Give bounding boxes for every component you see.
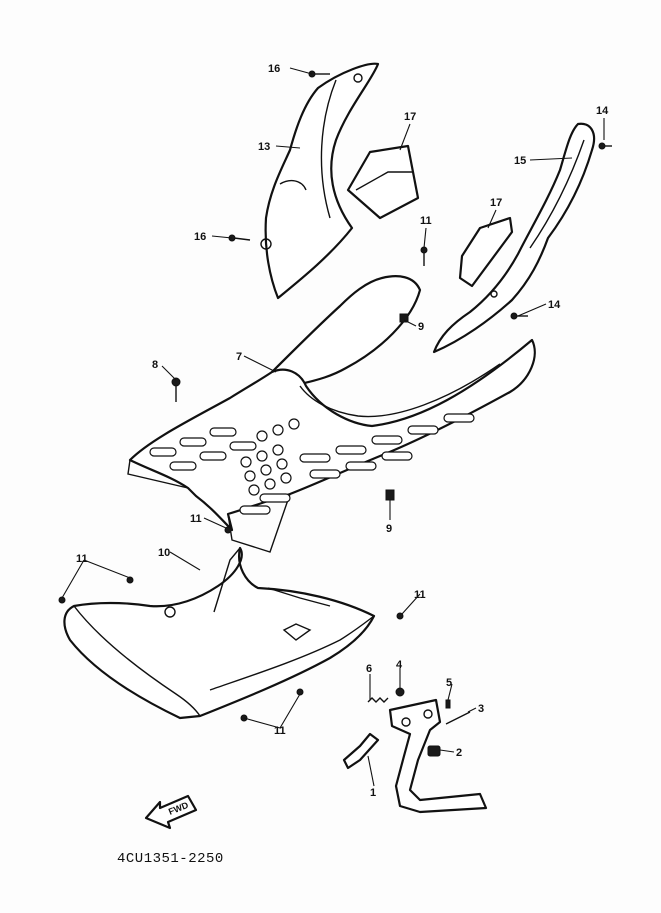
callout-1: 1 [370,787,376,799]
part-17-pad-lower [458,216,514,288]
callout-labels: 16 13 17 16 14 15 11 17 9 14 8 7 9 11 10… [76,63,609,799]
callout-3: 3 [478,703,484,715]
callout-10: 10 [158,547,170,559]
fasteners [58,70,612,722]
leader-lines [61,67,605,787]
part-3-bolt [445,711,471,725]
callout-7: 7 [236,351,242,363]
floor-grip-dots [240,418,300,496]
part-2-stopper [427,745,441,757]
callout-14a: 14 [596,105,609,117]
part-7-floorboard [127,275,536,553]
callout-9b: 9 [386,523,392,535]
floor-grip-slots [149,413,475,515]
callout-11b: 11 [190,513,202,525]
part-17-pad-upper [346,144,420,220]
callout-17a: 17 [404,111,416,123]
callout-16a: 16 [268,63,280,75]
callout-13: 13 [258,141,270,153]
part-15-right-side-cover [432,122,596,354]
callout-2: 2 [456,747,462,759]
callout-4: 4 [396,659,403,671]
callout-11d: 11 [414,589,426,601]
callout-11a: 11 [420,215,432,227]
callout-14b: 14 [548,299,561,311]
part-4-collar [395,687,405,697]
part-6-spring [367,697,389,703]
callout-15: 15 [514,155,526,167]
part-13-left-side-cover [260,62,380,300]
callout-8: 8 [152,359,158,371]
fwd-arrow: FWD [144,794,198,830]
callout-11e: 11 [274,725,286,737]
part-5-pin [445,699,451,709]
callout-9a: 9 [418,321,424,333]
part-1-center-stand [342,698,488,814]
callout-5: 5 [446,677,452,689]
drawing-code: 4CU1351-2250 [117,851,224,867]
callout-16b: 16 [194,231,206,243]
callout-6: 6 [366,663,372,675]
callout-17b: 17 [490,197,502,209]
callout-11c: 11 [76,553,88,565]
part-10-lower-cover [63,546,376,720]
